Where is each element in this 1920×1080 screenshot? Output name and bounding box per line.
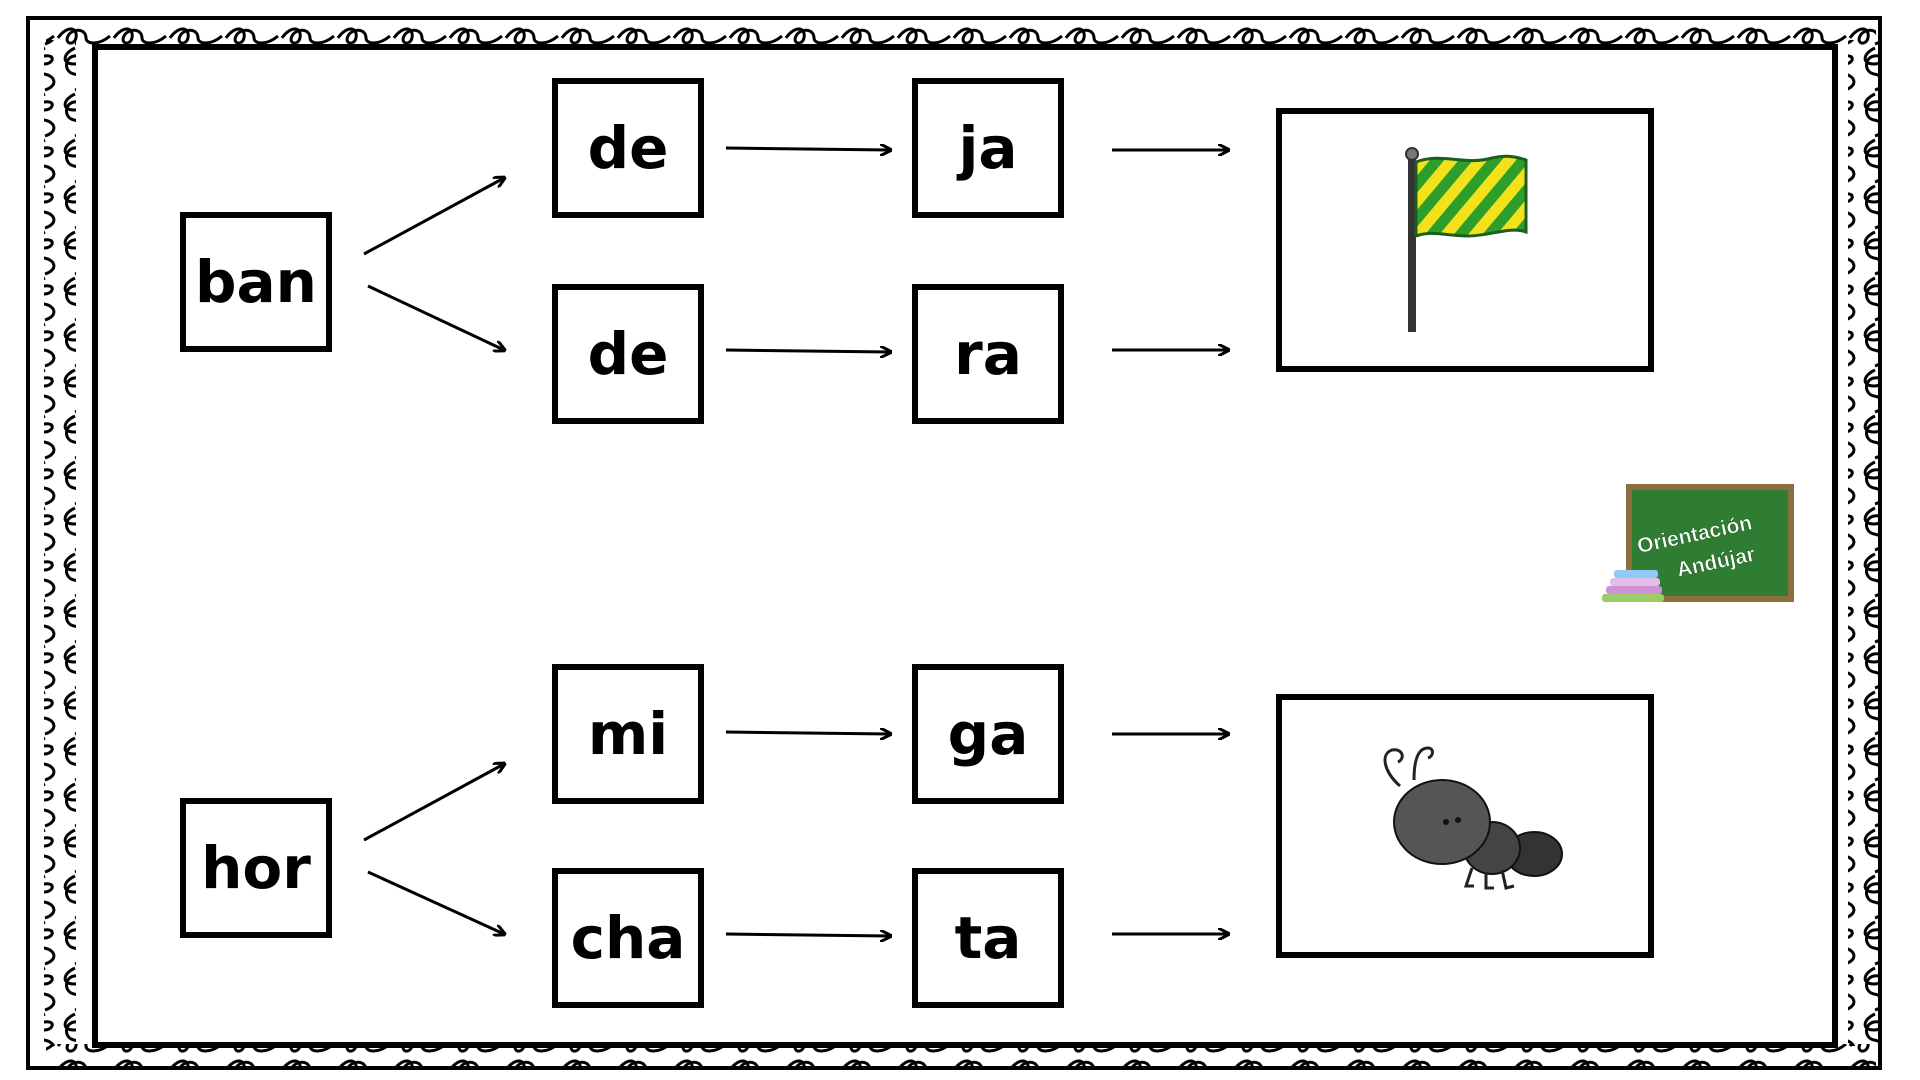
start-syllable-1: ban (195, 248, 317, 316)
syllable-1c: de (587, 320, 669, 388)
start-syllable-box-2: hor (180, 798, 332, 938)
picture-box-1 (1276, 108, 1654, 372)
books-icon (1602, 570, 1664, 602)
picture-box-2 (1276, 694, 1654, 958)
syllable-box-2b: ga (912, 664, 1064, 804)
syllable-2b: ga (947, 700, 1029, 768)
ant-icon (1383, 746, 1563, 890)
syllable-box-1a: de (552, 78, 704, 218)
syllable-1b: ja (958, 114, 1018, 182)
flag-icon (1405, 147, 1528, 332)
syllable-2c: cha (570, 904, 686, 972)
syllable-box-1d: ra (912, 284, 1064, 424)
syllable-box-1b: ja (912, 78, 1064, 218)
start-syllable-2: hor (201, 834, 311, 902)
start-syllable-box-1: ban (180, 212, 332, 352)
orientacion-andujar-logo: Orientación Andújar (1600, 482, 1796, 608)
syllable-1a: de (587, 114, 669, 182)
syllable-1d: ra (954, 320, 1022, 388)
syllable-2d: ta (954, 904, 1022, 972)
syllable-box-2d: ta (912, 868, 1064, 1008)
chalkboard-icon: Orientación Andújar (1602, 484, 1794, 602)
syllable-box-1c: de (552, 284, 704, 424)
syllable-box-2a: mi (552, 664, 704, 804)
syllable-2a: mi (587, 700, 669, 768)
syllable-box-2c: cha (552, 868, 704, 1008)
